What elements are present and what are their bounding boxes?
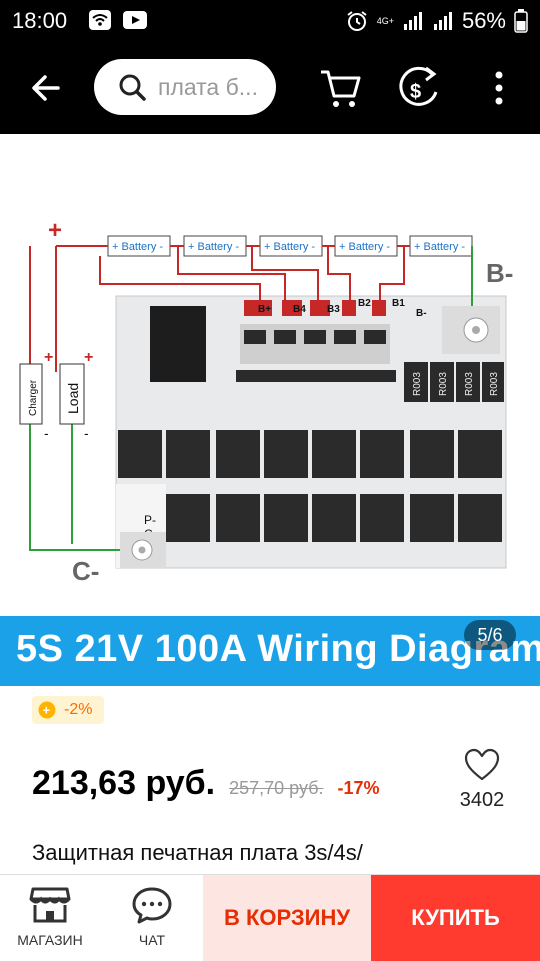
- charger-label: Charger: [28, 379, 39, 416]
- product-image-caption: 5S 21V 100A Wiring Diagram 5/6: [0, 616, 540, 686]
- battery-label: + Battery -: [414, 241, 465, 253]
- tap-label: B3: [327, 304, 340, 315]
- video-icon: [123, 11, 147, 29]
- coupon-dollar-icon[interactable]: $: [396, 64, 442, 112]
- bottom-action-bar: МАГАЗИН ЧАТ В КОРЗИНУ КУПИТЬ: [0, 874, 540, 961]
- coin-discount-badge[interactable]: + -2%: [32, 696, 105, 724]
- search-icon: [119, 74, 146, 101]
- resistor-label: R003: [464, 372, 475, 396]
- store-tab[interactable]: МАГАЗИН: [0, 875, 100, 961]
- product-image[interactable]: + Battery - + Battery - + Battery - + Ba…: [0, 134, 540, 616]
- wishlist-count: 3402: [459, 789, 505, 811]
- load-label: Load: [65, 383, 81, 414]
- wiring-diagram-caption: 5S 21V 100A Wiring Diagram: [16, 628, 540, 670]
- resistor-label: R003: [412, 372, 423, 396]
- wifi-icon: [89, 10, 111, 30]
- current-price: 213,63 руб.: [32, 764, 216, 802]
- back-arrow-icon[interactable]: [26, 68, 66, 108]
- chat-label: ЧАТ: [138, 932, 166, 948]
- image-page-indicator: 5/6: [464, 620, 516, 650]
- search-placeholder: плата б...: [158, 73, 258, 100]
- app-bar: плата б... $: [0, 42, 540, 134]
- alarm-icon: [347, 11, 367, 31]
- chat-icon: [132, 887, 172, 924]
- product-title: Защитная печатная плата 3s/4s/: [32, 840, 363, 865]
- battery-label: + Battery -: [112, 241, 163, 253]
- status-time: 18:00: [12, 8, 68, 33]
- discount-percent: -17%: [337, 778, 380, 798]
- signal-icon-2: [433, 12, 452, 30]
- battery-label: + Battery -: [339, 241, 390, 253]
- wiring-diagram-image: + Battery - + Battery - + Battery - + Ba…: [19, 217, 513, 586]
- coin-discount-text: -2%: [64, 701, 93, 718]
- add-to-cart-button[interactable]: В КОРЗИНУ: [203, 875, 371, 961]
- buy-now-button[interactable]: КУПИТЬ: [371, 875, 540, 961]
- tap-label: B-: [416, 308, 427, 319]
- heart-icon: [464, 748, 500, 781]
- pad-label: P-: [144, 513, 156, 527]
- shopping-cart-icon[interactable]: [318, 66, 362, 110]
- charger-plus: +: [44, 349, 53, 366]
- svg-text:+: +: [43, 703, 51, 718]
- resistor-label: R003: [438, 372, 449, 396]
- chat-tab[interactable]: ЧАТ: [102, 875, 202, 961]
- c-minus-terminal-label: C-: [72, 556, 99, 586]
- signal-icon: [403, 12, 422, 30]
- battery-label: + Battery -: [188, 241, 239, 253]
- store-label: МАГАЗИН: [17, 932, 83, 948]
- b-minus-terminal-label: B-: [486, 258, 513, 288]
- more-vertical-icon[interactable]: [494, 70, 504, 106]
- tap-label: B+: [258, 304, 271, 315]
- svg-text:$: $: [410, 81, 421, 103]
- network-type: 4G+: [376, 16, 394, 26]
- store-icon: [29, 887, 71, 923]
- tap-label: B1: [392, 298, 405, 309]
- coin-icon: +: [38, 701, 56, 719]
- original-price: 257,70 руб.: [229, 778, 324, 798]
- search-input[interactable]: плата б...: [94, 59, 276, 115]
- tap-label: B2: [358, 298, 371, 309]
- wishlist-button[interactable]: 3402: [452, 748, 512, 812]
- tap-label: B4: [293, 304, 306, 315]
- battery-icon: [514, 9, 528, 33]
- main-plus: +: [48, 217, 62, 244]
- load-minus: -: [84, 425, 89, 441]
- charger-minus: -: [44, 425, 49, 441]
- battery-label: + Battery -: [264, 241, 315, 253]
- battery-percent: 56%: [461, 8, 506, 33]
- status-bar: 18:00 4G+ 56%: [0, 0, 540, 42]
- price-row: 213,63 руб. 257,70 руб. -17%: [32, 764, 380, 803]
- load-plus: +: [84, 349, 93, 366]
- resistor-label: R003: [489, 372, 500, 396]
